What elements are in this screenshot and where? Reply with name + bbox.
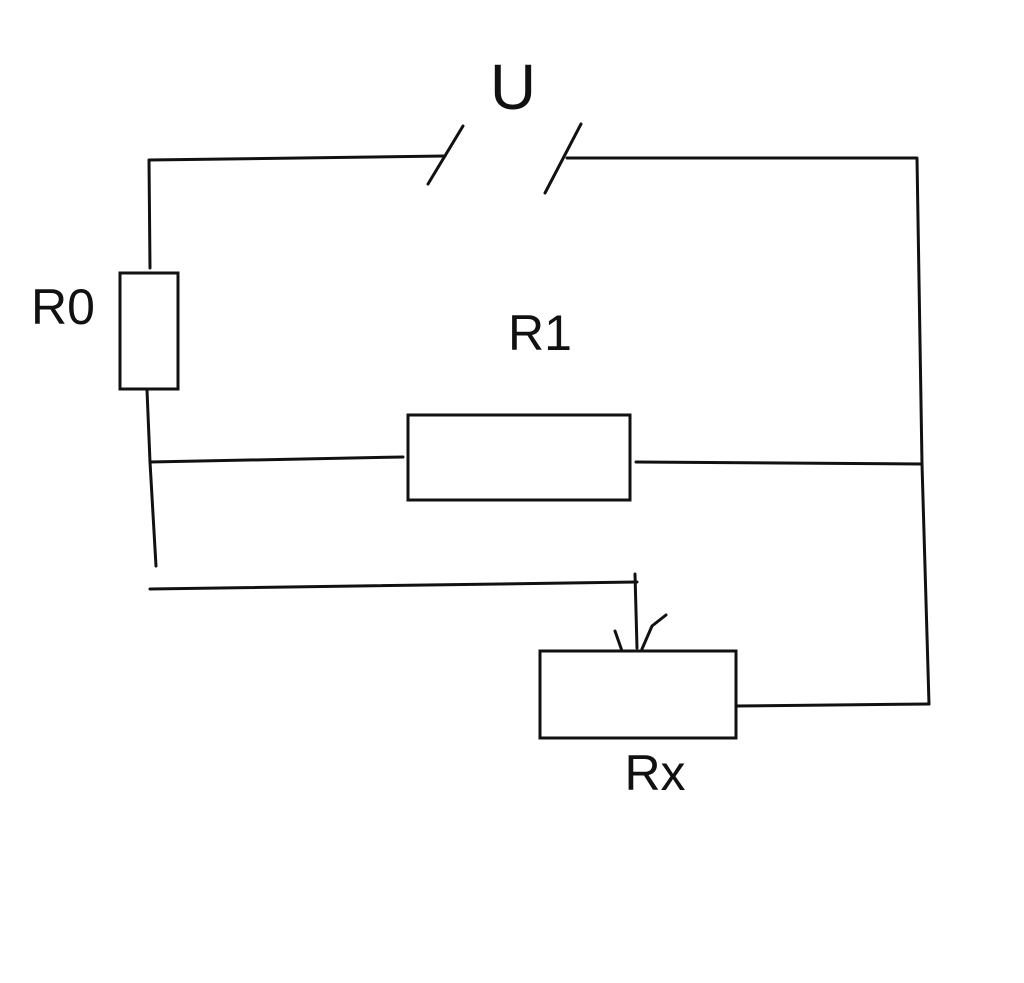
resistor-r0 bbox=[118, 271, 180, 391]
r1-label: R1 bbox=[508, 305, 572, 361]
voltage-source bbox=[426, 122, 583, 195]
slider-arrow-icon bbox=[613, 613, 668, 653]
wire-r1-left bbox=[148, 455, 405, 464]
r0-label: R0 bbox=[31, 279, 95, 335]
rx-label: Rx bbox=[624, 745, 685, 801]
wire-top-left bbox=[147, 154, 447, 270]
wire-rx-right bbox=[734, 702, 931, 708]
resistor-r1 bbox=[406, 413, 632, 502]
source-plate-right bbox=[543, 122, 583, 195]
source-label: U bbox=[490, 51, 536, 123]
wire-top-right bbox=[565, 156, 931, 706]
wire-r1-right bbox=[634, 460, 924, 466]
wire-left-lower bbox=[145, 388, 158, 568]
wire-slider bbox=[148, 580, 639, 591]
slider-contact-stem bbox=[633, 572, 639, 650]
resistor-rx bbox=[538, 649, 738, 740]
